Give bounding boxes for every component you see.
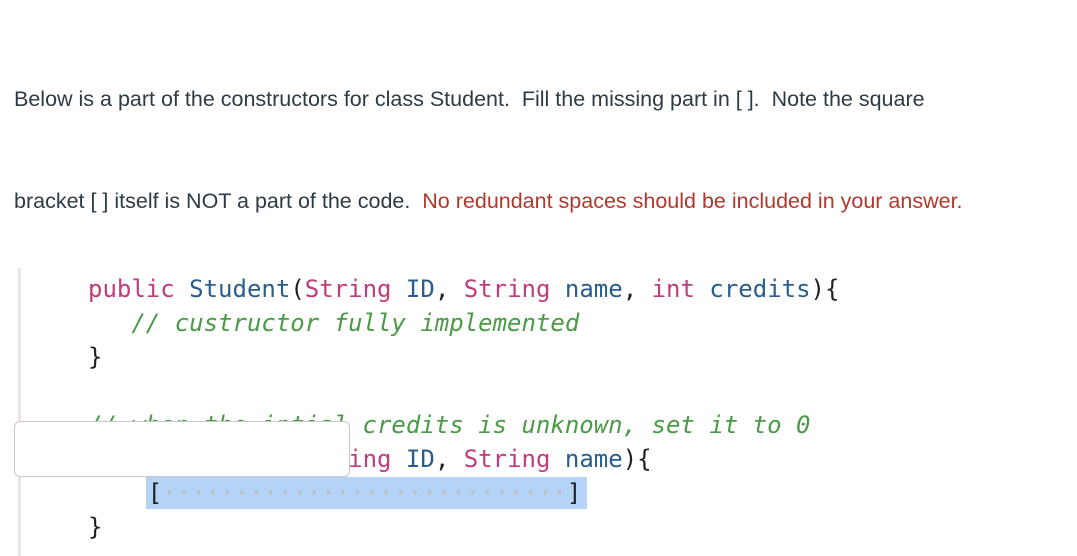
question-line-2-black: bracket [ ] itself is NOT a part of the … xyxy=(14,189,423,213)
code-line-closing-brace-1: } xyxy=(88,340,1077,374)
code-block: public Student(String ID, String name, i… xyxy=(18,268,1077,556)
code-token-comment: // custructor fully implemented xyxy=(88,309,580,337)
code-token-identifier: ID xyxy=(405,445,435,473)
question-text: Below is a part of the constructors for … xyxy=(0,0,1077,252)
code-token-keyword: int xyxy=(651,275,710,303)
code-token-class-name: Student xyxy=(189,275,291,303)
blank-open-bracket: [ xyxy=(147,479,163,507)
code-token-keyword: public xyxy=(88,275,190,303)
code-line-constructor-1: public Student(String ID, String name, i… xyxy=(88,272,1077,306)
answer-blank-highlight: [····························] xyxy=(145,477,588,509)
code-token-keyword: String xyxy=(463,445,565,473)
code-line-comment-1: // custructor fully implemented xyxy=(88,306,1077,340)
code-token-punct: ){ xyxy=(810,275,840,303)
question-warning-red-text: No redundant spaces should be included i… xyxy=(422,189,963,213)
code-line-answer-blank: [····························] xyxy=(88,476,1077,510)
code-line-comment-2: // when the intial credits is unknown, s… xyxy=(88,408,1077,442)
code-token-identifier: ID xyxy=(405,275,435,303)
code-token-identifier: credits xyxy=(709,275,811,303)
code-token-punct: ( xyxy=(290,275,305,303)
code-token-punct: , xyxy=(434,275,464,303)
blank-dots: ···························· xyxy=(162,479,567,507)
question-line-1: Below is a part of the constructors for … xyxy=(14,87,925,111)
code-token-keyword: String xyxy=(304,275,406,303)
answer-input[interactable] xyxy=(14,421,350,477)
code-indent xyxy=(88,479,146,507)
blank-close-bracket: ] xyxy=(566,479,582,507)
code-token-identifier: name xyxy=(564,445,623,473)
code-line-closing-brace-2: } xyxy=(88,510,1077,544)
question-line-2: bracket [ ] itself is NOT a part of the … xyxy=(14,184,1063,218)
code-token-punct: , xyxy=(622,275,652,303)
code-line-blank-spacer xyxy=(88,374,1077,408)
code-token-punct: } xyxy=(88,513,103,541)
code-token-punct: ){ xyxy=(622,445,652,473)
code-token-comment: // when the intial credits is unknown, s… xyxy=(88,411,811,439)
code-token-punct: , xyxy=(434,445,464,473)
code-token-punct: } xyxy=(88,343,103,371)
code-token-keyword: String xyxy=(463,275,565,303)
code-token-identifier: name xyxy=(564,275,623,303)
